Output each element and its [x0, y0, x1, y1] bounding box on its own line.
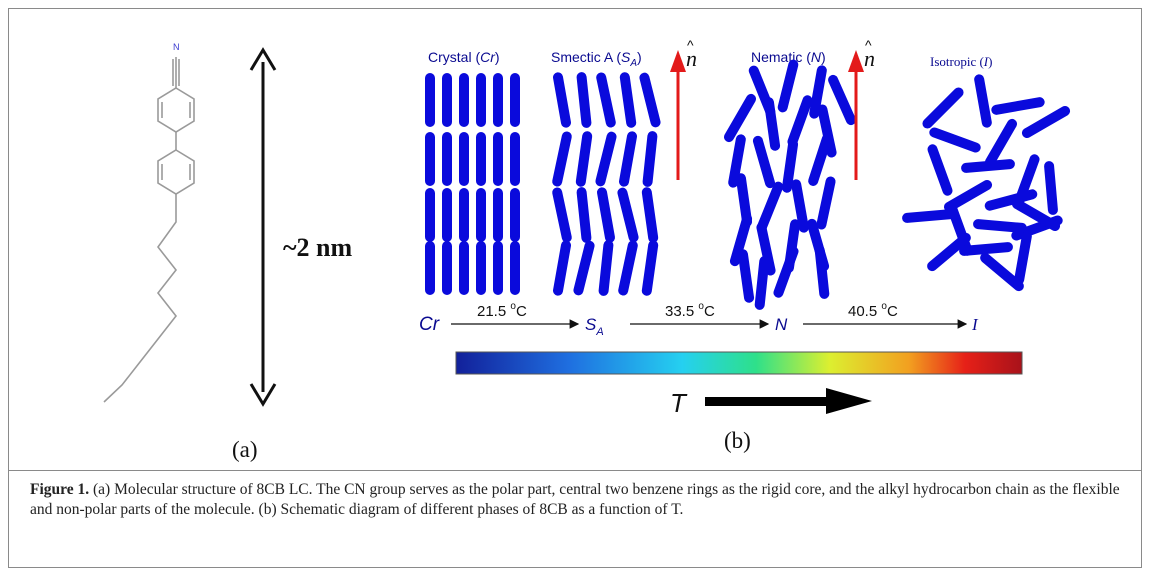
smectic-rod [641, 187, 659, 243]
smectic-rod [619, 131, 637, 187]
isotropic-rod [902, 209, 956, 223]
nematic-rod [828, 74, 856, 126]
temperature-color-bar [455, 351, 1023, 375]
isotropic-rod [985, 118, 1017, 168]
transition-sa: SA [585, 315, 604, 338]
isotropic-rod [943, 180, 993, 212]
panel-label-a: (a) [232, 437, 258, 462]
smectic-rod [576, 72, 592, 128]
smectic-rod [618, 240, 638, 296]
smectic-rod [595, 131, 617, 187]
caption-text: (a) Molecular structure of 8CB LC. The C… [30, 481, 1120, 518]
nematic-rod [729, 213, 753, 267]
smectic-rod [619, 72, 637, 128]
nematic-rod [816, 176, 836, 230]
nematic-rod [763, 97, 781, 151]
molecule-structure: N [103, 42, 195, 403]
transition-n: N [775, 315, 788, 334]
director-hat-nematic: ^ [865, 37, 872, 53]
nematic-rod [754, 256, 770, 310]
director-arrow-smectic [670, 50, 686, 180]
isotropic-rod [1021, 106, 1071, 138]
smectic-rod [597, 187, 615, 243]
smectic-rod [552, 187, 572, 243]
panel-label-b: (b) [724, 428, 751, 453]
smectic-rod [596, 72, 616, 128]
figure-frame [8, 8, 1142, 568]
nematic-rod [781, 139, 799, 193]
transition-sequence: Cr 21.5 oC SA 33.5 oC N 40.5 oC I [419, 301, 979, 338]
benzene-ring-1 [157, 87, 195, 133]
smectic-rod [639, 72, 661, 128]
transition-temp-3: 40.5 oC [848, 301, 898, 320]
phase-label-isotropic: Isotropic (I) [930, 54, 992, 69]
isotropic-rod [991, 97, 1045, 115]
nematic-rod [773, 246, 799, 298]
figure-graphic: N ~2 nm Crystal (Cr) Smectic A (SA) Nema… [103, 37, 1071, 418]
transition-temp-2: 33.5 oC [665, 301, 715, 320]
smectic-rod [573, 240, 595, 296]
director-hat-smectic: ^ [687, 37, 694, 53]
phase-rods [425, 59, 1071, 310]
nematic-rod [724, 93, 756, 143]
isotropic-rod [927, 232, 971, 272]
isotropic-rod [1014, 231, 1032, 285]
smectic-rod [553, 240, 571, 296]
isotropic-rod [959, 242, 1013, 256]
transition-cr: Cr [419, 314, 440, 335]
isotropic-rod [973, 219, 1027, 233]
size-label: ~2 nm [283, 233, 352, 262]
director-symbol-smectic: n [686, 46, 697, 71]
smectic-rod [552, 131, 572, 187]
benzene-ring-2 [157, 149, 195, 195]
caption-label: Figure 1. [30, 481, 90, 498]
phase-label-smectic: Smectic A (SA) [551, 49, 642, 69]
isotropic-rod [974, 74, 992, 128]
isotropic-rod [929, 127, 981, 153]
nematic-rod [817, 104, 837, 158]
phase-label-crystal: Crystal (Cr) [428, 49, 500, 65]
nematic-rod [809, 65, 827, 119]
smectic-rod [598, 240, 614, 296]
alkyl-chain [103, 194, 178, 403]
isotropic-rod [984, 189, 1038, 211]
isotropic-rod [1011, 199, 1061, 231]
length-double-arrow [249, 47, 277, 407]
isotropic-rod [927, 144, 953, 196]
nematic-rod [777, 59, 799, 113]
nematic-rod [752, 135, 776, 189]
nematic-rod [756, 181, 784, 233]
figure-caption: Figure 1. (a) Molecular structure of 8CB… [30, 480, 1125, 520]
isotropic-rod [961, 159, 1015, 173]
nematic-rod [814, 245, 830, 299]
smectic-rod [617, 187, 639, 243]
isotropic-rod [980, 252, 1024, 292]
temperature-label: T [670, 388, 688, 418]
smectic-rod [553, 72, 571, 128]
director-arrow-nematic [848, 50, 864, 180]
transition-temp-1: 21.5 oC [477, 301, 527, 320]
phase-label-nematic: Nematic (N) [751, 49, 826, 65]
nematic-rod [808, 134, 832, 186]
nematic-rod [728, 134, 746, 188]
isotropic-rod [922, 87, 964, 129]
director-symbol-nematic: n [864, 46, 875, 71]
smectic-rod [642, 131, 658, 187]
nitrogen-label: N [173, 42, 180, 52]
smectic-rod [575, 131, 593, 187]
isotropic-rod [1044, 161, 1058, 215]
smectic-rod [576, 187, 592, 243]
transition-i: I [971, 315, 979, 334]
nematic-rod [791, 179, 809, 233]
nematic-rod [737, 249, 755, 303]
caption-divider [8, 470, 1142, 471]
smectic-rod [641, 240, 659, 296]
temperature-arrow [705, 388, 872, 414]
nematic-rod [787, 95, 813, 147]
